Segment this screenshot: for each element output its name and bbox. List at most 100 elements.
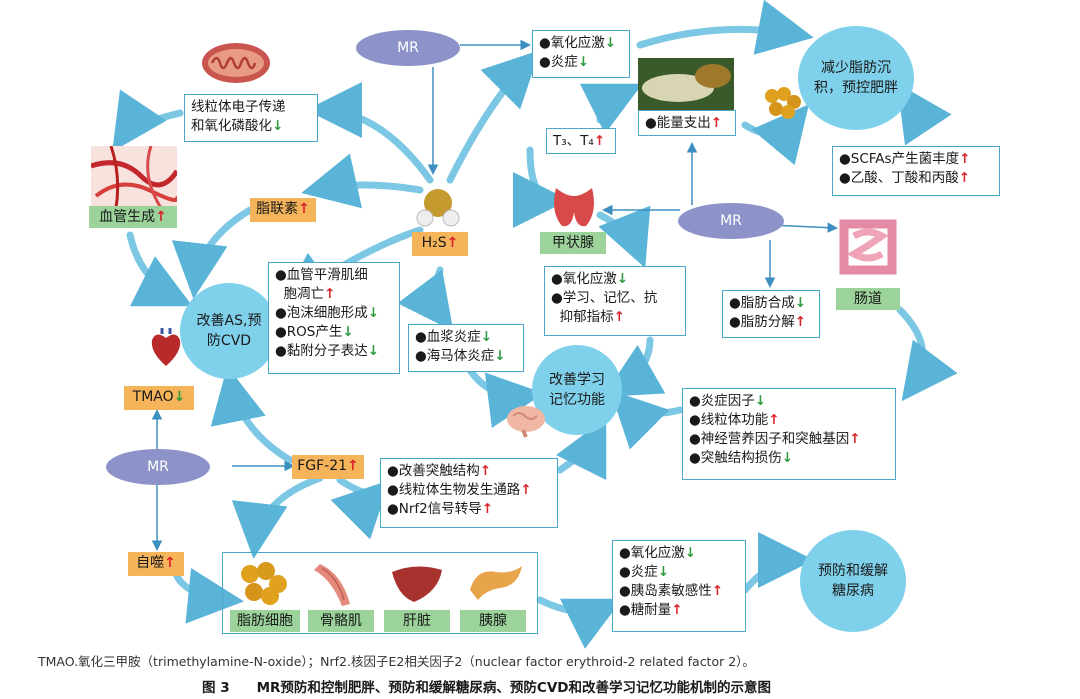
tag-text: 自噬	[136, 555, 165, 571]
list-item: ●脂肪分解↑	[729, 313, 813, 332]
mr-node-top: MR	[356, 30, 460, 66]
outcome-memory: 改善学习记忆功能	[532, 345, 622, 435]
bullet-icon: ●	[387, 501, 399, 517]
down-arrow-icon: ↓	[754, 393, 767, 409]
up-arrow-icon: ↑	[164, 555, 176, 571]
item-text: Nrf2信号转导	[398, 501, 482, 517]
tag-text: H₂S	[421, 235, 447, 251]
list-item-cont: 胞凋亡↑	[275, 285, 393, 304]
item-text: 脂肪合成	[740, 295, 795, 311]
tag-text: FGF-21	[297, 458, 348, 474]
up-arrow-icon: ↑	[446, 235, 459, 251]
up-arrow-icon: ↑	[298, 201, 310, 217]
t3t4-text: T₃、T₄	[553, 133, 594, 149]
item-text: 学习、记忆、抗	[562, 290, 658, 306]
up-arrow-icon: ↑	[324, 286, 336, 302]
list-item: ●突触结构损伤↓	[689, 449, 889, 468]
bullet-icon: ●	[387, 463, 399, 479]
list-item: ●学习、记忆、抗	[551, 289, 679, 308]
item-text: 抑郁指标	[559, 309, 614, 325]
outcome-diabetes: 预防和缓解糖尿病	[800, 530, 906, 632]
down-arrow-icon: ↓	[604, 35, 617, 51]
list-item: ●糖耐量↑	[619, 601, 739, 620]
list-item: ●炎症因子↓	[689, 392, 889, 411]
down-arrow-icon: ↓	[173, 389, 186, 405]
mitochondria-photo-icon	[638, 58, 734, 110]
bullet-icon: ●	[619, 602, 631, 618]
up-arrow-icon: ↑	[794, 314, 807, 330]
item-text: 氧化应激	[562, 271, 617, 287]
box-scfa: ●SCFAs产生菌丰度↑ ●乙酸、丁酸和丙酸↑	[832, 146, 1000, 196]
down-arrow-icon: ↓	[577, 54, 590, 70]
item-text: 能量支出	[656, 115, 711, 131]
item-text: 胞凋亡	[283, 286, 325, 302]
item-text: 线粒体生物发生通路	[398, 482, 521, 498]
item-text: 乙酸、丁酸和丙酸	[850, 170, 959, 186]
bullet-icon: ●	[275, 305, 287, 321]
intestine-icon	[839, 219, 897, 275]
down-arrow-icon: ↓	[794, 295, 807, 311]
tag-autophagy: 自噬↑	[128, 552, 184, 576]
bullet-icon: ●	[539, 54, 551, 70]
box-t3t4: T₃、T₄↑	[546, 128, 616, 154]
up-arrow-icon: ↑	[347, 458, 359, 474]
bullet-icon: ●	[729, 295, 741, 311]
up-arrow-icon: ↑	[593, 133, 606, 149]
box-vsmc: ●血管平滑肌细 胞凋亡↑ ●泡沫细胞形成↓ ●ROS产生↓ ●黏附分子表达↓	[268, 262, 400, 374]
list-item: ●SCFAs产生菌丰度↑	[839, 150, 993, 169]
up-arrow-icon: ↑	[711, 583, 724, 599]
bullet-icon: ●	[275, 324, 287, 340]
bullet-icon: ●	[619, 564, 631, 580]
outcome-reduce-fat: 减少脂肪沉积，预控肥胖	[798, 26, 914, 130]
tag-fgf21: FGF-21↑	[292, 455, 364, 479]
item-text: 炎症	[550, 54, 578, 70]
figure-title: 图 3 MR预防和控制肥胖、预防和缓解糖尿病、预防CVD和改善学习记忆功能机制的…	[202, 680, 771, 696]
item-text: 血浆炎症	[426, 329, 481, 345]
item-text: 泡沫细胞形成	[286, 305, 368, 321]
up-arrow-icon: ↑	[849, 431, 861, 447]
list-item: ●血浆炎症↓	[415, 328, 517, 347]
item-text: 海马体炎症	[426, 348, 495, 364]
item-text: 黏附分子表达	[286, 343, 368, 359]
list-item-cont: 抑郁指标↑	[551, 308, 679, 327]
tag-thyroid: 甲状腺	[540, 232, 606, 254]
bullet-icon: ●	[689, 412, 701, 428]
bullet-icon: ●	[275, 343, 287, 359]
skeletal-muscle-icon	[314, 564, 350, 606]
list-item: ●氧化应激↓	[551, 270, 679, 289]
bullet-icon: ●	[275, 267, 287, 283]
bullet-icon: ●	[619, 583, 631, 599]
item-text: 炎症	[630, 564, 658, 580]
tag-gut: 肠道	[836, 288, 900, 310]
up-arrow-icon: ↑	[481, 501, 494, 517]
item-text: 糖耐量	[630, 602, 672, 618]
bullet-icon: ●	[415, 348, 427, 364]
list-item: ●海马体炎症↓	[415, 347, 517, 366]
box-mito-chain: 线粒体电子传递 和氧化磷酸化↓	[184, 94, 318, 142]
down-arrow-icon: ↓	[781, 450, 794, 466]
bullet-icon: ●	[539, 35, 551, 51]
down-arrow-icon: ↓	[494, 348, 506, 364]
heart-icon	[151, 328, 181, 366]
item-text: 改善突触结构	[398, 463, 480, 479]
liver-icon	[392, 566, 442, 602]
item-text: 血管平滑肌细	[286, 267, 368, 283]
item-text: 神经营养因子和突触基因	[700, 431, 850, 447]
bullet-icon: ●	[689, 450, 701, 466]
box-top-oxidative: ●氧化应激↓ ●炎症↓	[532, 30, 630, 78]
bullet-icon: ●	[839, 170, 851, 186]
item-text: 氧化应激	[630, 545, 685, 561]
box-plasma: ●血浆炎症↓ ●海马体炎症↓	[408, 324, 524, 372]
mr-node-left: MR	[106, 449, 210, 485]
item-text: 突触结构损伤	[700, 450, 782, 466]
box-energy: ●能量支出↑	[638, 110, 736, 136]
box-thyroid-effects: ●氧化应激↓ ●学习、记忆、抗 抑郁指标↑	[544, 266, 686, 336]
tag-pancreas: 胰腺	[460, 610, 526, 632]
box-diabetes-effects: ●氧化应激↓ ●炎症↓ ●胰岛素敏感性↑ ●糖耐量↑	[612, 540, 746, 632]
list-item: ●神经营养因子和突触基因↑	[689, 430, 889, 449]
item-text: 线粒体功能	[700, 412, 769, 428]
tag-adiponectin: 脂联素↑	[250, 198, 316, 222]
bullet-icon: ●	[729, 314, 741, 330]
list-item: ●乙酸、丁酸和丙酸↑	[839, 169, 993, 188]
